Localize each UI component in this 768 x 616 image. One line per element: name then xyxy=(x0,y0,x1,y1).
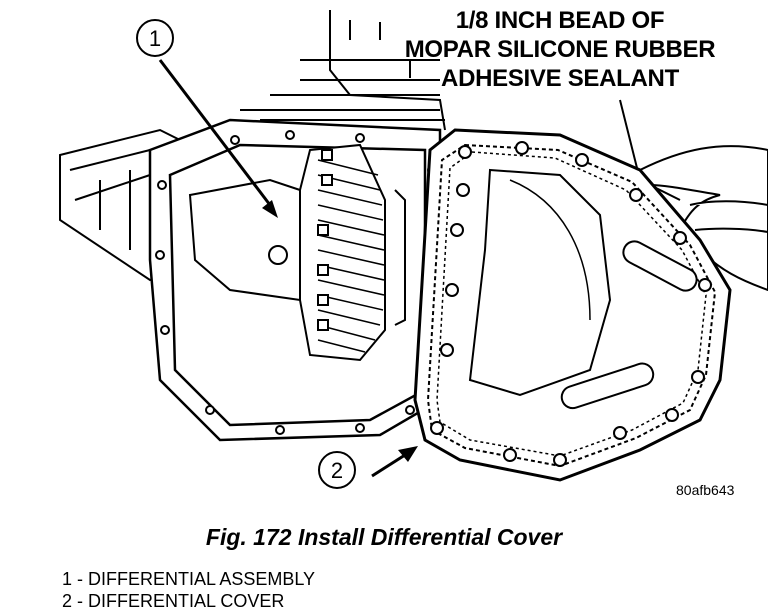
sealant-label-line-1: 1/8 INCH BEAD OF xyxy=(455,7,665,34)
figure-reference-code: 80afb643 xyxy=(676,482,735,498)
sealant-label-line-2: MOPAR SILICONE RUBBER xyxy=(404,36,716,63)
figure-caption: Fig. 172 Install Differential Cover xyxy=(205,524,563,550)
legend: 1 - DIFFERENTIAL ASSEMBLY 2 - DIFFERENTI… xyxy=(62,568,315,612)
callout-2: 2 xyxy=(318,446,418,489)
callout-1-number: 1 xyxy=(149,26,161,51)
callout-1: 1 xyxy=(136,19,278,218)
callout-2-number: 2 xyxy=(331,458,343,483)
sealant-bead-label: 1/8 INCH BEAD OF MOPAR SILICONE RUBBER A… xyxy=(380,6,740,93)
legend-item-2: 2 - DIFFERENTIAL COVER xyxy=(62,591,285,611)
differential-cover-diagram: 1 2 xyxy=(59,10,768,489)
differential-cover xyxy=(413,128,732,482)
sealant-label-line-3: ADHESIVE SEALANT xyxy=(441,65,679,92)
hand-illustration xyxy=(638,145,768,292)
cover-bolt-holes xyxy=(430,141,712,467)
legend-item-1: 1 - DIFFERENTIAL ASSEMBLY xyxy=(62,569,316,589)
engine-background xyxy=(240,10,681,201)
